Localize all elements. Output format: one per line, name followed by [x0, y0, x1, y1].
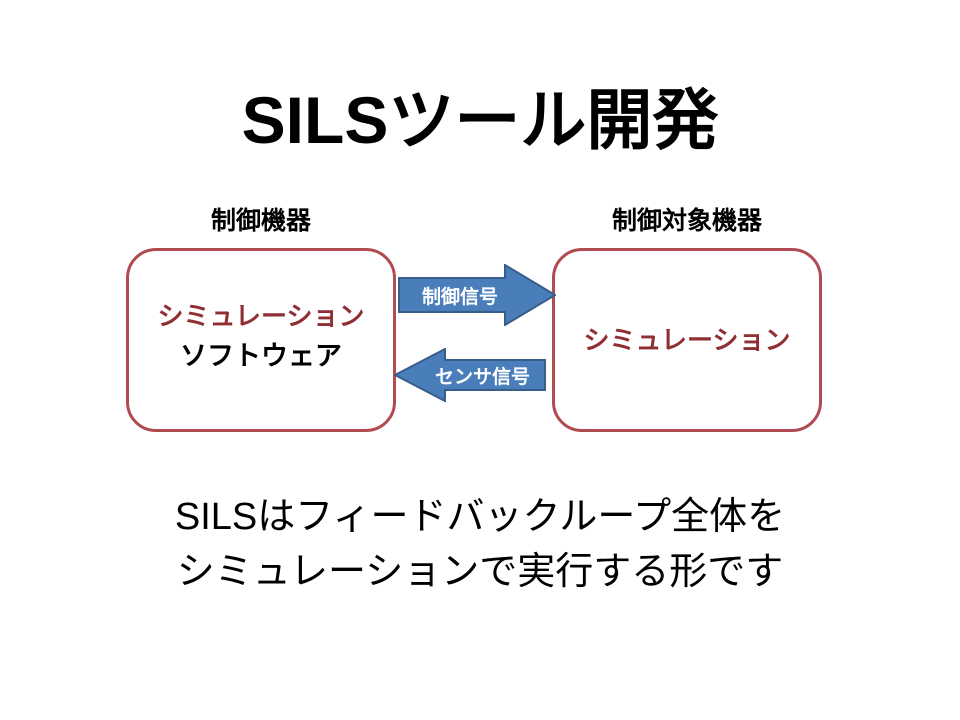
slide-caption: SILSはフィードバックループ全体を シミュレーションで実行する形です — [0, 490, 960, 600]
sensor-signal-arrow: センサ信号 — [394, 348, 546, 402]
right-node-box: シミュレーション — [552, 248, 822, 432]
left-node-line2: ソフトウェア — [180, 341, 342, 372]
slide-caption-line2: シミュレーションで実行する形です — [176, 551, 784, 594]
arrow-right-icon — [398, 264, 556, 326]
right-node-line1: シミュレーション — [583, 324, 791, 355]
slide-caption-line1: SILSはフィードバックループ全体を — [174, 496, 786, 538]
left-node-caption: 制御機器 — [210, 207, 311, 235]
left-node-box: シミュレーション ソフトウェア — [126, 248, 396, 432]
right-node-caption: 制御対象機器 — [611, 207, 762, 235]
page-title: SILSツール開発 — [241, 83, 719, 157]
control-signal-arrow: 制御信号 — [398, 264, 556, 326]
arrow-left-icon — [394, 348, 546, 402]
left-node-line1: シミュレーション — [157, 300, 365, 331]
